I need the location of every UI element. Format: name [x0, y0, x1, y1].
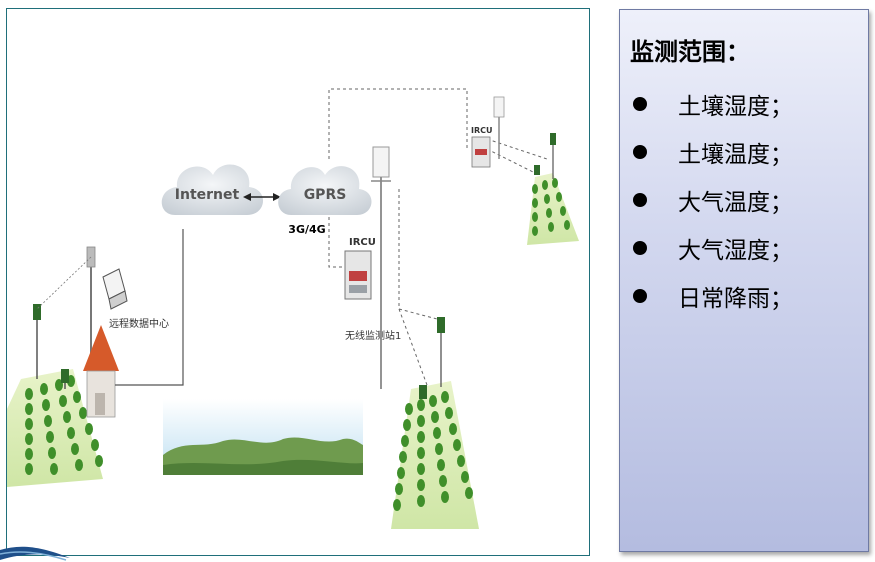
panel-title: 监测范围：: [630, 38, 750, 66]
right-bottom-field: [391, 317, 479, 529]
crop-rows-left: [25, 375, 103, 475]
corner-swoosh-decoration: [0, 546, 70, 561]
laptop-icon: [102, 268, 128, 310]
wireless-links: [328, 88, 548, 386]
ircu-label-right: IRCU: [471, 126, 493, 135]
bullet-icon: [633, 97, 647, 111]
monitoring-range-panel: 监测范围： 土壤湿度； 土壤温度； 大气温度； 大气湿度； 日常降雨；: [619, 9, 869, 552]
center-antenna: [371, 146, 391, 389]
network-3g-4g-label: 3G/4G: [288, 223, 325, 236]
gprs-label: GPRS: [304, 187, 347, 203]
left-field: [7, 304, 103, 487]
wired-link: [115, 229, 184, 386]
network-diagram: 远程数据中心 Internet GPRS 3G/4G: [7, 88, 579, 529]
list-item-label: 大气湿度；: [678, 238, 793, 264]
bullet-icon: [633, 193, 647, 207]
remote-center-label: 远程数据中心: [109, 317, 169, 330]
remote-data-center: [83, 268, 128, 418]
list-item-label: 土壤湿度；: [678, 94, 793, 120]
bidirectional-arrow-icon: [243, 193, 281, 201]
ircu-device-right: [471, 96, 505, 168]
list-item-label: 大气温度；: [678, 190, 793, 216]
bullet-icon: [633, 145, 647, 159]
bullet-icon: [633, 289, 647, 303]
landscape-strip: [163, 399, 363, 475]
list-item-label: 日常降雨；: [678, 286, 793, 312]
right-top-field: [527, 133, 579, 245]
ircu-label-center: IRCU: [349, 237, 376, 248]
ircu-device-center: [344, 250, 372, 300]
internet-label: Internet: [175, 187, 240, 203]
list-item-label: 土壤温度；: [678, 142, 793, 168]
gprs-cloud-icon: [278, 166, 372, 215]
station-label-center: 无线监测站1: [345, 329, 401, 342]
internet-cloud-icon: [161, 164, 264, 215]
left-antenna: [36, 246, 96, 379]
diagram-frame: 远程数据中心 Internet GPRS 3G/4G: [6, 8, 590, 556]
bullet-icon: [633, 241, 647, 255]
